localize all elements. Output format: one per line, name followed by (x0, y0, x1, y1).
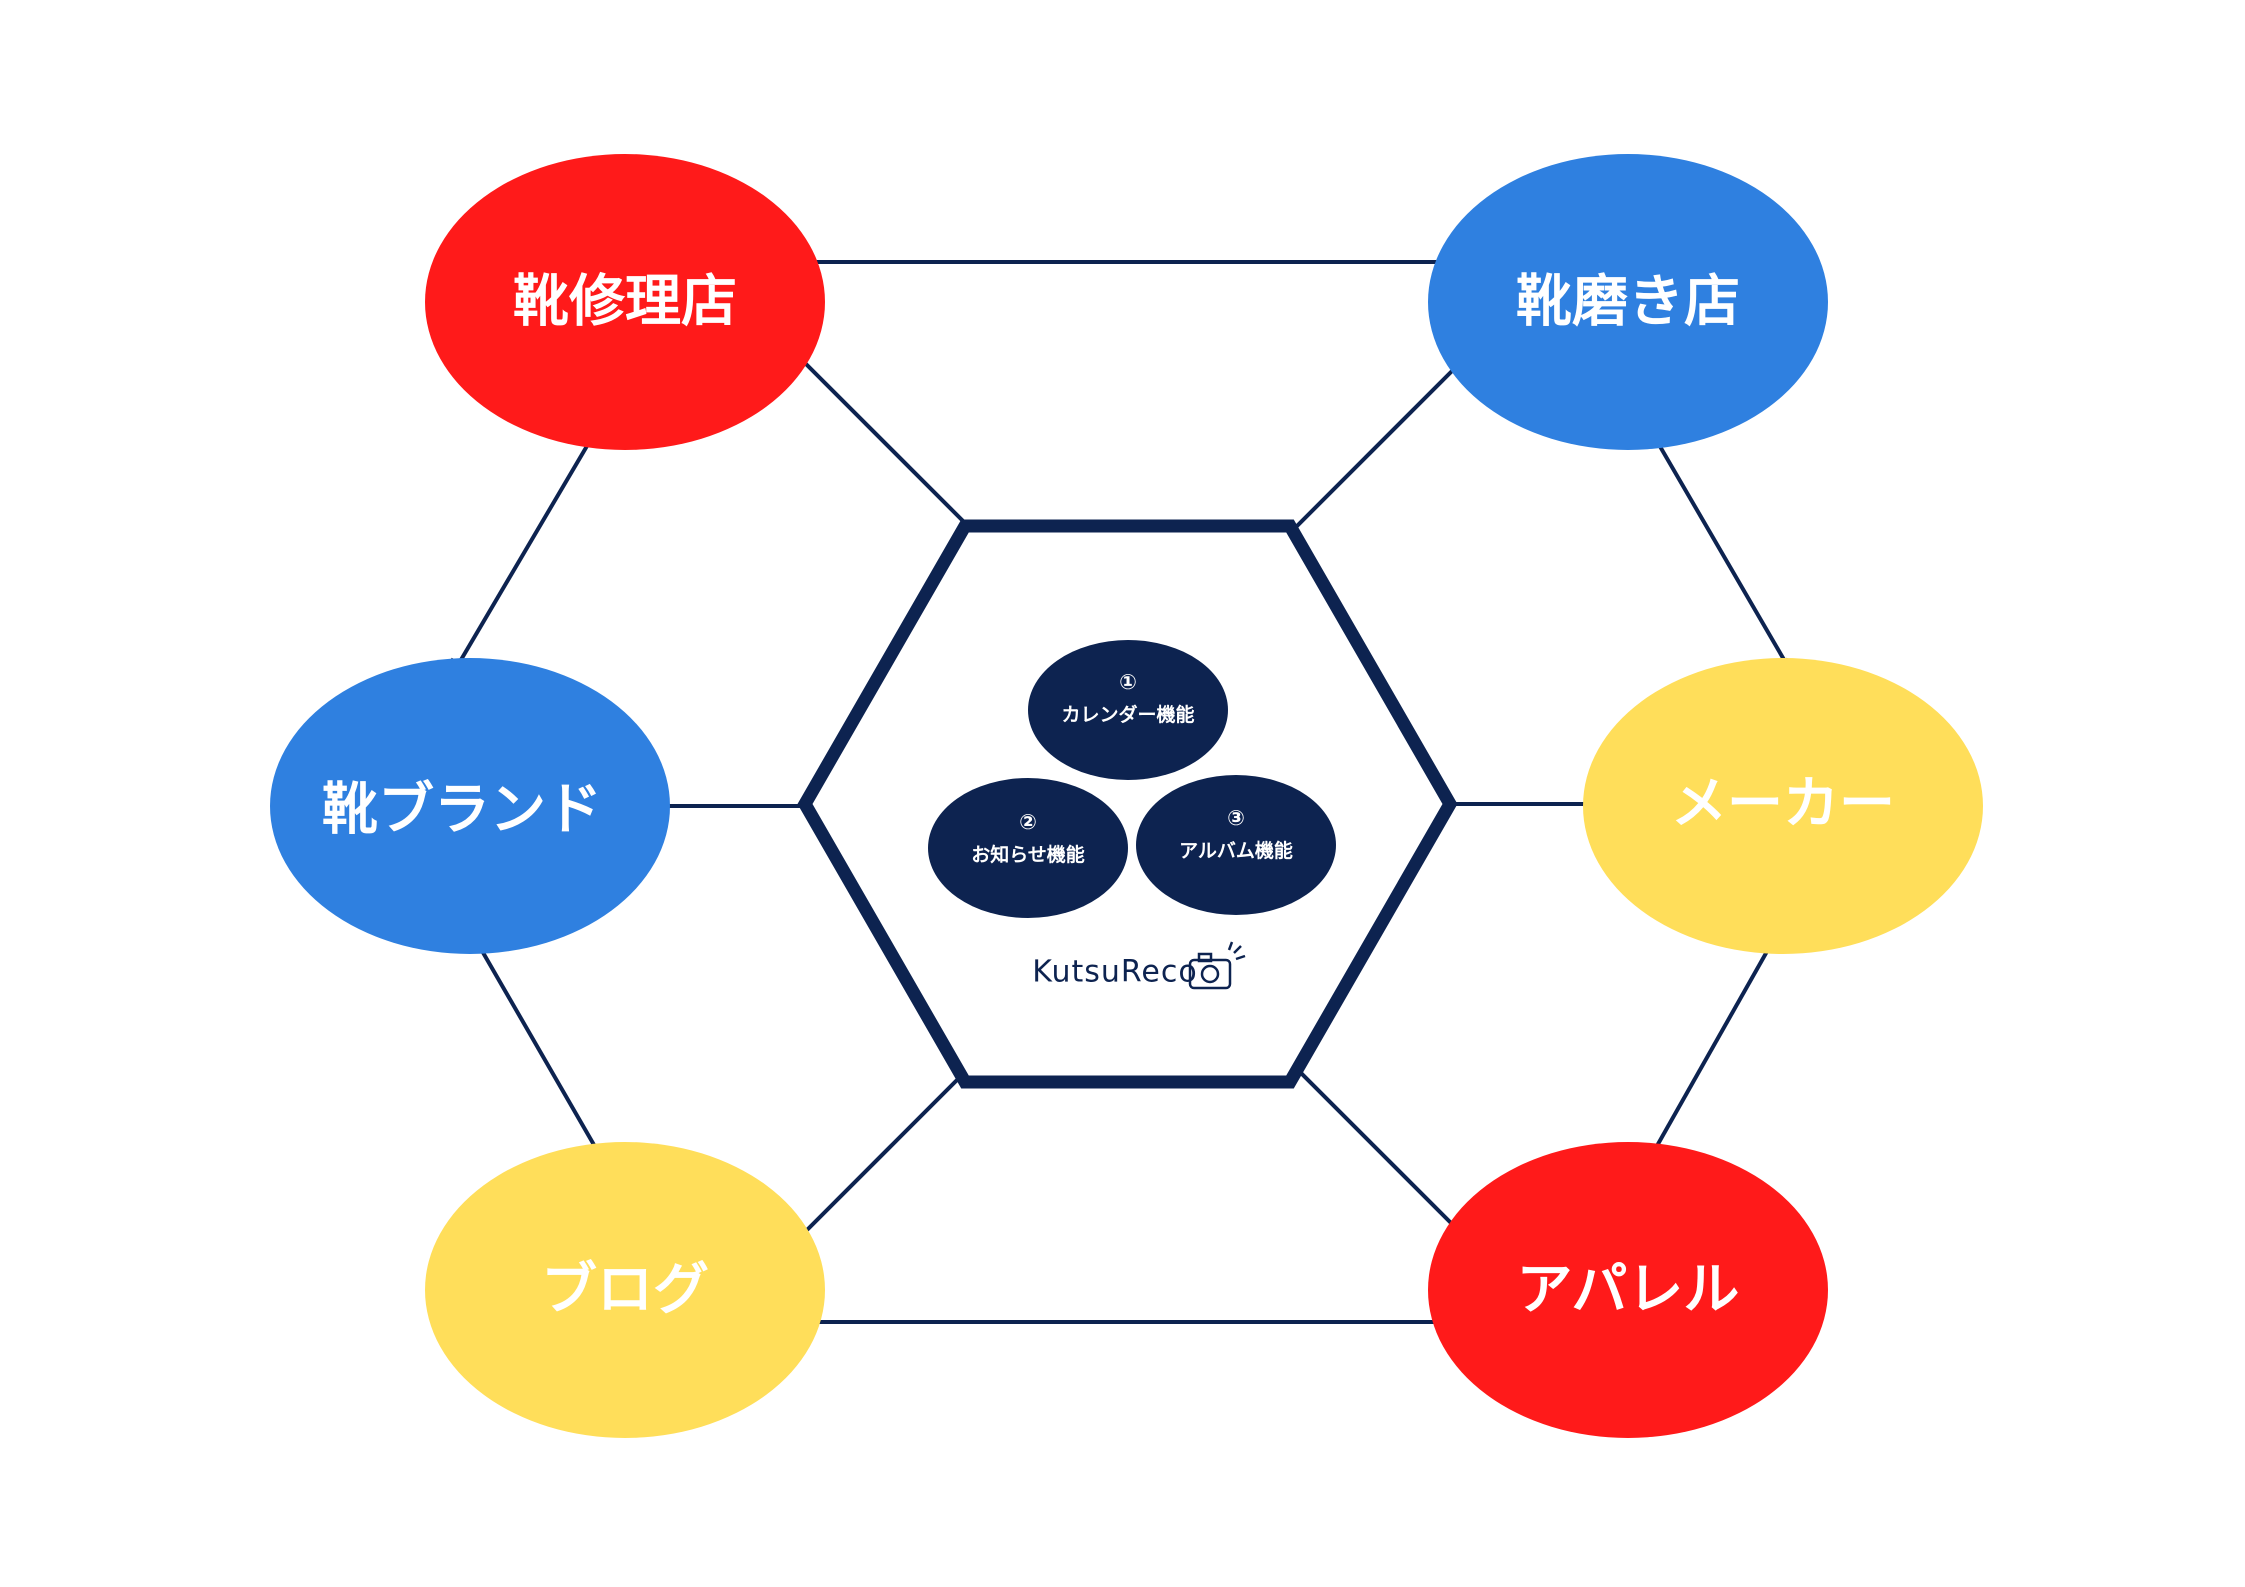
node-oval (1583, 658, 1983, 954)
link-shine-maker (1638, 410, 1792, 672)
node-maker: メーカー (1583, 658, 1983, 954)
node-oval (270, 658, 670, 954)
feature-1: ① カレンダー機能 (1028, 640, 1228, 780)
node-label: 靴磨き店 (1516, 270, 1740, 335)
node-oval (1428, 154, 1828, 450)
node-blog: ブログ (425, 1142, 825, 1438)
node-oval (425, 1142, 825, 1438)
feature-label: アルバム機能 (1179, 839, 1293, 862)
feature-number: ① (1119, 670, 1137, 694)
node-shoe-repair: 靴修理店 (425, 154, 825, 450)
camera-icon (1188, 941, 1246, 990)
node-shoe-shine: 靴磨き店 (1428, 154, 1828, 450)
node-apparel: アパレル (1428, 1142, 1828, 1438)
feature-oval (1028, 640, 1228, 780)
feature-number: ③ (1227, 806, 1245, 830)
node-label: ブログ (541, 1258, 709, 1323)
node-oval (1428, 1142, 1828, 1438)
center-hexagon (797, 519, 1458, 1089)
link-repair-brand (453, 410, 609, 672)
feature-number: ② (1019, 810, 1037, 834)
kutsureco-logo: KutsuReco (1032, 941, 1246, 990)
feature-3: ③ アルバム機能 (1136, 775, 1336, 915)
node-label: 靴ブランド (322, 778, 602, 843)
feature-oval (928, 778, 1128, 918)
feature-2: ② お知らせ機能 (928, 778, 1128, 918)
node-label: アパレル (1517, 1258, 1740, 1323)
feature-label: お知らせ機能 (971, 843, 1085, 866)
node-label: 靴修理店 (513, 270, 737, 335)
feature-label: カレンダー機能 (1061, 703, 1194, 726)
node-label: メーカー (1671, 772, 1895, 837)
logo-text: KutsuReco (1032, 955, 1197, 990)
node-oval (425, 154, 825, 450)
feature-oval (1136, 775, 1336, 915)
node-shoe-brand: 靴ブランド (270, 658, 670, 954)
